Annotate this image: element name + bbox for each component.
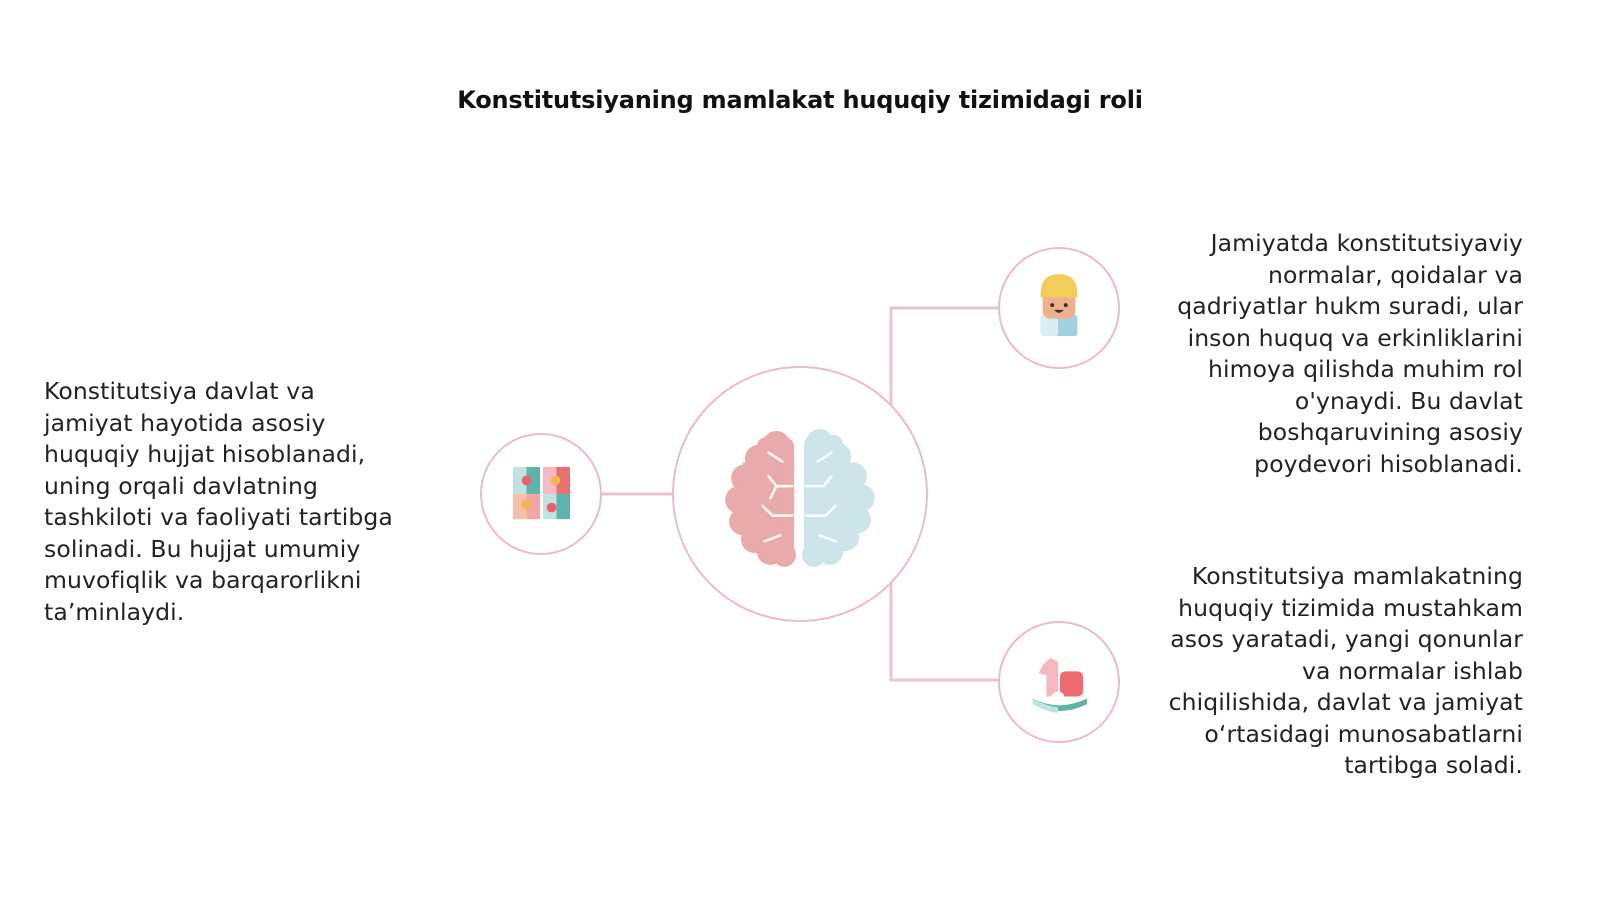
text-line: boshqaruvining asosiy xyxy=(1257,418,1523,446)
text-line: solinadi. Bu hujjat umumiy xyxy=(44,534,361,563)
text-line: Konstitutsiya mamlakatning xyxy=(1191,562,1523,590)
text-line: tashkiloti va faoliyati tartibga xyxy=(44,503,393,531)
text-line: o‘rtasidagi munosabatlarni xyxy=(1204,719,1523,748)
text-line: qadriyatlar hukm suradi, ular xyxy=(1177,292,1523,320)
right-bottom-description: Konstitutsiya mamlakatning huquqiy tizim… xyxy=(1103,561,1523,782)
rocking-horse-icon xyxy=(1032,657,1088,713)
text-line: poydevori hisoblanadi. xyxy=(1254,449,1523,478)
text-line: muvofiqlik va barqarorlikni xyxy=(44,566,362,594)
text-line: himoya qilishda muhim rol xyxy=(1207,355,1523,383)
text-line: o'ynaydi. Bu davlat xyxy=(1294,386,1523,415)
text-line: tartibga soladi. xyxy=(1344,751,1523,779)
left-description: Konstitutsiya davlat va jamiyat hayotida… xyxy=(44,376,444,628)
text-line: ta’minlaydi. xyxy=(44,597,185,626)
page-title: Konstitutsiyaning mamlakat huquqiy tizim… xyxy=(457,86,1143,114)
text-line: chiqilishida, davlat va jamiyat xyxy=(1168,688,1523,716)
text-line: uning orqali davlatning xyxy=(44,471,318,500)
brain-icon xyxy=(725,429,875,567)
text-line: inson huquq va erkinliklarini xyxy=(1187,323,1523,352)
right-top-description: Jamiyatda konstitutsiyaviy normalar, qoi… xyxy=(1103,228,1523,480)
node-rocking-horse xyxy=(998,621,1120,743)
text-line: asos yaratadi, yangi qonunlar xyxy=(1170,625,1523,653)
text-line: jamiyat hayotida asosiy xyxy=(44,408,326,437)
text-line: va normalar ishlab xyxy=(1302,656,1523,685)
text-line: Konstitutsiya davlat va xyxy=(44,377,315,405)
child-face-icon xyxy=(1040,274,1078,337)
puzzle-icon xyxy=(512,466,571,520)
text-line: Jamiyatda konstitutsiyaviy xyxy=(1210,229,1523,257)
node-child xyxy=(998,247,1120,369)
node-puzzle xyxy=(480,433,602,555)
central-node xyxy=(672,366,928,622)
text-line: huquqiy hujjat hisoblanadi, xyxy=(44,440,366,468)
text-line: huquqiy tizimida mustahkam xyxy=(1178,593,1523,622)
text-line: normalar, qoidalar va xyxy=(1268,260,1523,289)
